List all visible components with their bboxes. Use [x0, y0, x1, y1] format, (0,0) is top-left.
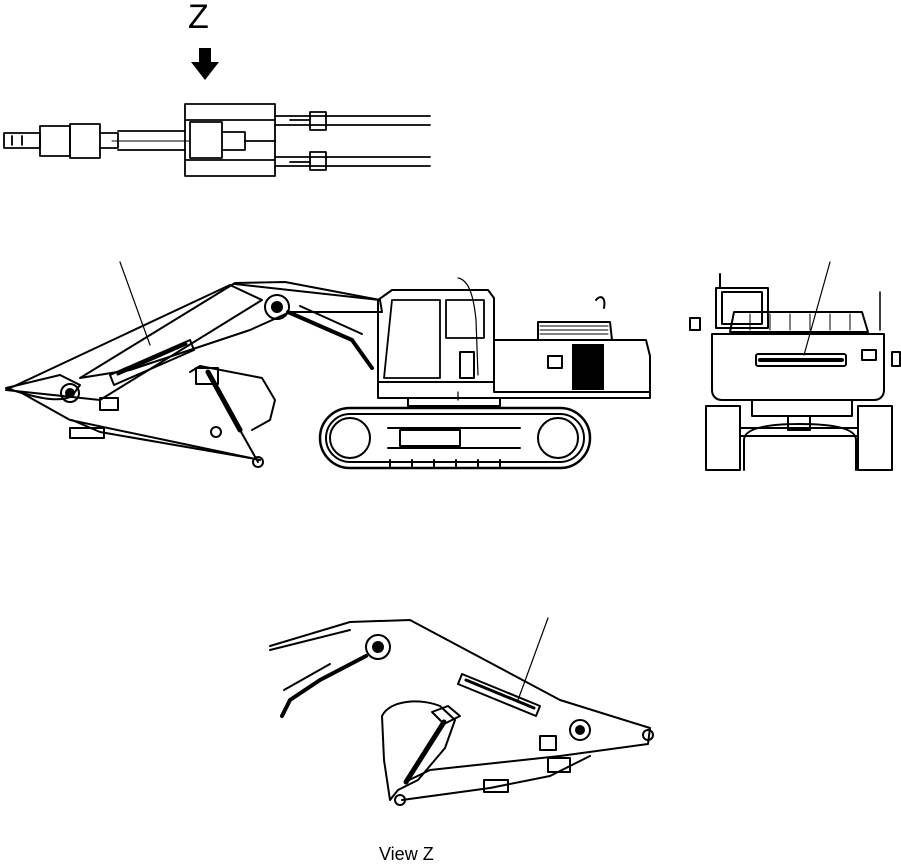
leader-line-rear	[803, 261, 831, 356]
view-z-detail	[269, 617, 654, 806]
upper-structure	[377, 296, 651, 399]
leader-line-boom-right	[517, 617, 549, 701]
komatsu-decal-arm	[109, 339, 195, 386]
view-z-arrow	[191, 48, 219, 80]
leader-line-cab	[457, 277, 479, 376]
leader-line-boom-left	[119, 261, 151, 346]
boom	[79, 281, 383, 379]
side-view-excavator	[5, 261, 651, 470]
komatsu-decal-rear	[755, 353, 847, 367]
view-z-marker-label: Z	[188, 0, 209, 36]
komatsu-decal-view-z	[457, 673, 541, 717]
top-view-boom	[3, 103, 431, 177]
view-z-caption: View Z	[379, 844, 434, 864]
rear-view-excavator	[689, 261, 901, 471]
track-undercarriage	[318, 406, 592, 470]
